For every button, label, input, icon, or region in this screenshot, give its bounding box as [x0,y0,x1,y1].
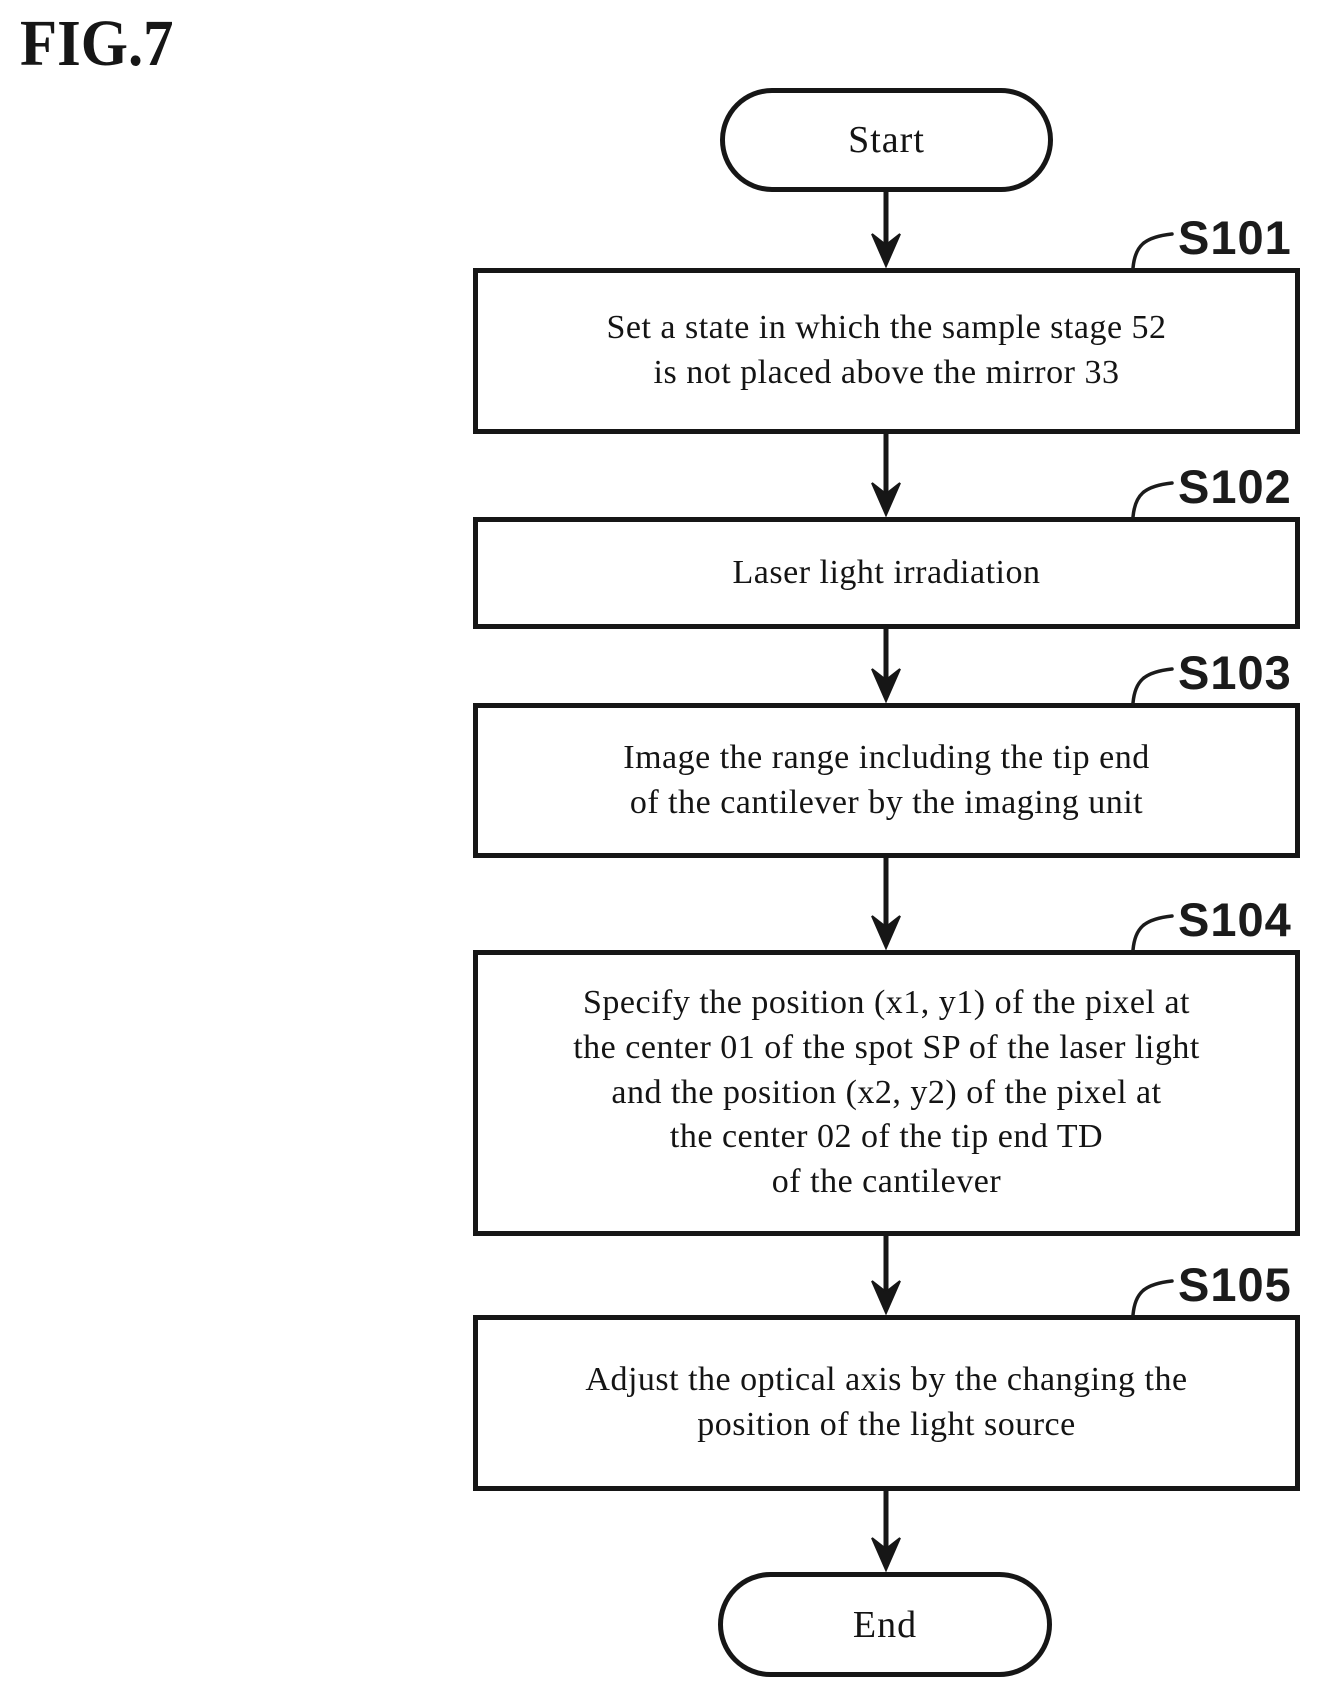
step-label-s104: S104 [1178,893,1292,946]
figure-title: FIG.7 [20,7,174,80]
step-label-s101: S101 [1178,211,1292,264]
step-label-s103: S103 [1178,646,1292,699]
process-box-s101: Set a state in which the sample stage 52… [473,268,1300,434]
step-label-s102: S102 [1178,460,1292,513]
process-box-s104: Specify the position (x1, y1) of the pix… [473,950,1300,1236]
end-terminator: End [718,1572,1052,1677]
leader-line-s104 [1131,914,1174,952]
leader-line-s102 [1131,481,1174,519]
leader-line-s103 [1131,667,1174,705]
start-terminator: Start [720,88,1053,192]
process-box-s103-text: Image the range including the tip end of… [623,738,1150,821]
process-box-s102: Laser light irradiation [473,517,1300,629]
arrow-s102-to-s103 [871,627,901,704]
process-box-s105: Adjust the optical axis by the changing … [473,1315,1300,1491]
process-box-s103: Image the range including the tip end of… [473,703,1300,858]
leader-line-s101 [1131,232,1174,270]
leader-line-s105 [1131,1279,1174,1317]
process-box-s104-text: Specify the position (x1, y1) of the pix… [573,983,1200,1201]
arrow-s104-to-s105 [871,1234,901,1316]
arrow-s103-to-s104 [871,856,901,951]
step-label-s105: S105 [1178,1258,1292,1311]
start-terminator-label: Start [848,119,925,161]
arrow-start-to-s101 [871,190,901,269]
process-box-s102-text: Laser light irradiation [732,553,1041,591]
arrow-s101-to-s102 [871,432,901,518]
process-box-s101-text: Set a state in which the sample stage 52… [606,309,1167,391]
arrow-s105-to-end [871,1489,901,1573]
end-terminator-label: End [852,1603,918,1646]
process-box-s105-text: Adjust the optical axis by the changing … [585,1361,1188,1443]
